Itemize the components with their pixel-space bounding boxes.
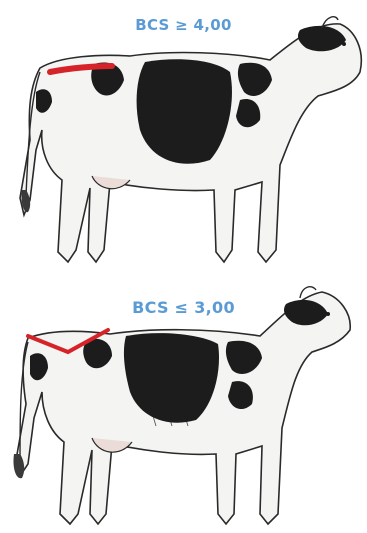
cow-illustration-low-bcs	[0, 278, 367, 533]
panel-high-bcs: BCS ≥ 4,00	[0, 0, 367, 270]
cow-eye	[326, 312, 330, 316]
panel-low-bcs: BCS ≤ 3,00	[0, 278, 367, 533]
black-patch	[137, 59, 232, 164]
cow-illustration-high-bcs	[0, 0, 367, 270]
cow-eye	[342, 42, 346, 46]
